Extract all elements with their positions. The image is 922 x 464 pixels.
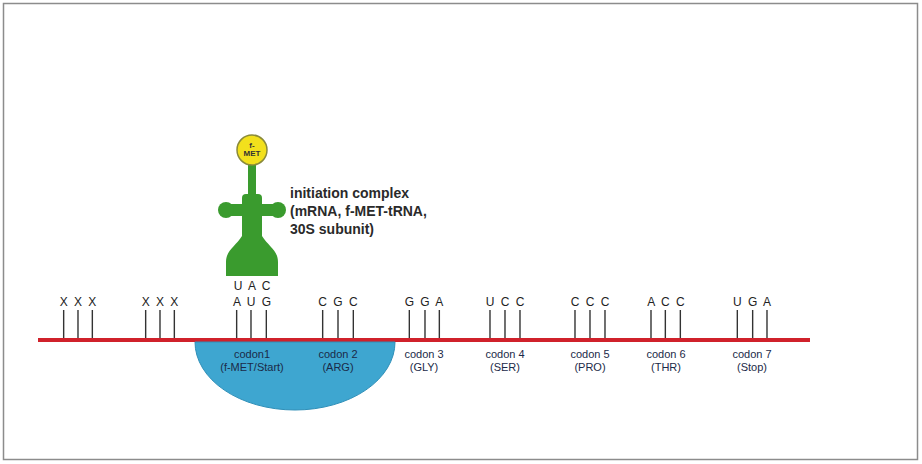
base-tick — [236, 310, 237, 339]
codon-label: codon 7 (Stop) — [726, 348, 778, 373]
base-tick — [174, 310, 175, 339]
codon-letters: U C C — [486, 296, 525, 310]
trna-shape — [218, 164, 286, 276]
base-tick — [752, 310, 753, 339]
half-ellipse-outline — [195, 342, 395, 410]
base-tick — [250, 310, 251, 339]
base-tick — [680, 310, 681, 339]
base-tick — [504, 310, 505, 339]
base-tick — [665, 310, 666, 339]
trna-anticodon-loop — [226, 236, 278, 276]
base-tick — [159, 310, 160, 339]
complex-caption: initiation complex (mRNA, f-MET-tRNA, 30… — [290, 184, 455, 239]
codon-letters: C G C — [318, 296, 357, 310]
ribosome-30s-subunit-outline — [195, 342, 395, 410]
base-tick — [424, 310, 425, 339]
base-tick — [77, 310, 78, 339]
codon-label: codon 6 (THR) — [640, 348, 692, 373]
base-tick — [439, 310, 440, 339]
base-tick — [92, 310, 93, 339]
codon-letters: G G A — [405, 296, 444, 310]
codon-label: codon 2 (ARG) — [312, 348, 364, 373]
base-tick — [766, 310, 767, 339]
base-tick — [353, 310, 354, 339]
anticodon-letters: U A C — [234, 280, 271, 294]
frame — [4, 4, 918, 460]
base-tick — [489, 310, 490, 339]
trna-right-loop — [270, 202, 286, 218]
codon-label: codon 3 (GLY) — [398, 348, 450, 373]
base-ticks — [64, 310, 767, 339]
base-tick — [737, 310, 738, 339]
amino-acid-circle: f-MET — [236, 134, 268, 166]
ribosome-30s-subunit: codon1 (f-MET/Start) codon 2 (ARG) — [195, 342, 395, 410]
trna-stem — [248, 164, 256, 198]
base-tick — [337, 310, 338, 339]
amino-acid-label: f-MET — [243, 142, 262, 158]
base-tick — [322, 310, 323, 339]
codon-label: codon 5 (PRO) — [564, 348, 616, 373]
base-tick — [574, 310, 575, 339]
codon-letters: A U G — [233, 296, 271, 310]
codon-letters: U G A — [733, 296, 771, 310]
trna-left-loop — [218, 202, 234, 218]
base-tick — [409, 310, 410, 339]
codon-letters: X X X — [142, 296, 179, 310]
base-tick — [519, 310, 520, 339]
base-tick — [604, 310, 605, 339]
base-tick — [145, 310, 146, 339]
base-tick — [650, 310, 651, 339]
codon-letters: A C C — [647, 296, 684, 310]
codon-letters: C C C — [571, 296, 610, 310]
base-tick — [589, 310, 590, 339]
mrna-strand — [38, 338, 810, 342]
base-tick — [63, 310, 64, 339]
codon-letters: X X X — [60, 296, 97, 310]
codon-label: codon1 (f-MET/Start) — [210, 348, 294, 373]
circle-outline — [237, 135, 267, 165]
base-tick — [266, 310, 267, 339]
codon-label: codon 4 (SER) — [479, 348, 531, 373]
